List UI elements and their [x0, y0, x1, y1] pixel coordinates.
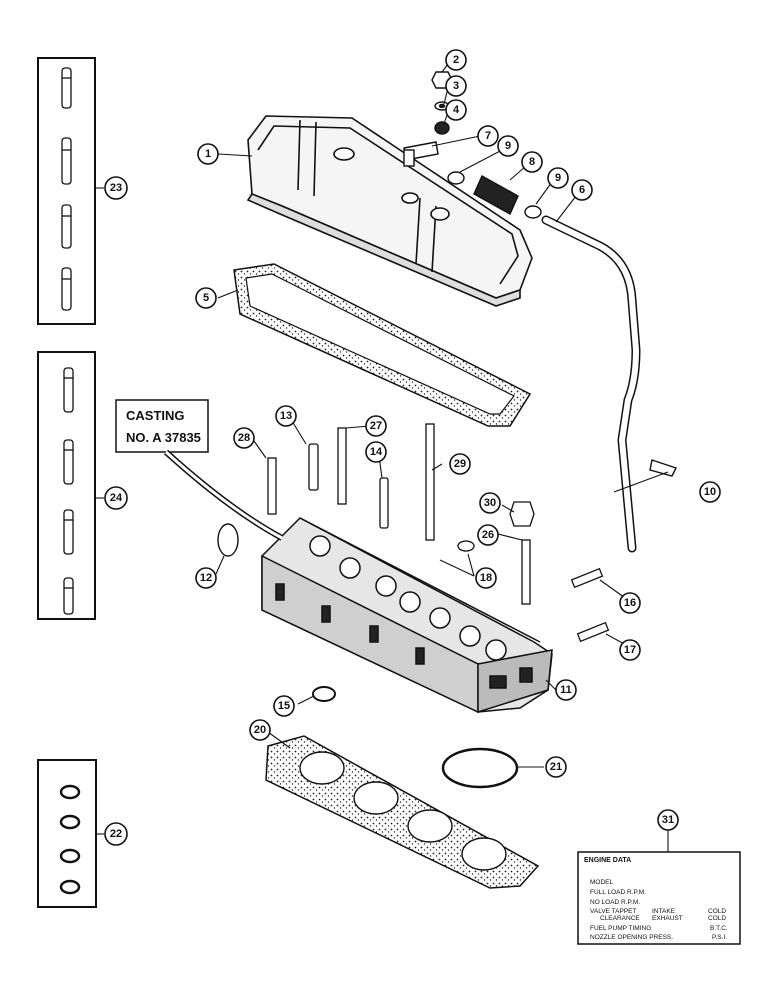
- engine-data-clearance: CLEARANCE: [600, 915, 640, 922]
- svg-text:22: 22: [110, 828, 122, 840]
- callout-14: 14: [365, 441, 387, 463]
- svg-text:21: 21: [550, 761, 562, 773]
- engine-data-no-load: NO LOAD R.P.M.: [590, 899, 640, 906]
- svg-text:28: 28: [238, 432, 250, 444]
- kit-box-22: [37, 759, 97, 908]
- callout-31: 31: [657, 809, 679, 831]
- engine-data-psi: P.S.I.: [712, 934, 727, 941]
- callout-27: 27: [365, 415, 387, 437]
- svg-text:24: 24: [110, 492, 123, 504]
- callout-3: 3: [445, 75, 467, 97]
- engine-data-valve: VALVE TAPPET: [590, 908, 637, 915]
- svg-text:7: 7: [485, 130, 491, 142]
- svg-text:9: 9: [505, 140, 511, 152]
- svg-text:16: 16: [624, 597, 636, 609]
- callout-7: 7: [477, 125, 499, 147]
- cover-gasket: [233, 263, 532, 427]
- callout-20: 20: [249, 719, 271, 741]
- callout-10: 10: [699, 481, 721, 503]
- callout-11: 11: [555, 679, 577, 701]
- svg-text:5: 5: [203, 292, 209, 304]
- callout-13: 13: [275, 405, 297, 427]
- callout-24: 24: [104, 486, 128, 510]
- svg-text:27: 27: [370, 420, 382, 432]
- callout-28: 28: [233, 427, 255, 449]
- engine-data-intake: INTAKE: [652, 908, 676, 915]
- svg-text:9: 9: [555, 172, 561, 184]
- engine-data-btc: B.T.C.: [710, 925, 728, 932]
- svg-text:2: 2: [453, 54, 459, 66]
- casting-label: CASTING NO. A 37835: [115, 399, 284, 541]
- svg-text:15: 15: [278, 700, 290, 712]
- studs-and-guides: [267, 423, 610, 643]
- callout-23: 23: [104, 176, 128, 200]
- callout-12: 12: [195, 567, 217, 589]
- callout-22: 22: [104, 822, 128, 846]
- leader-lines: [95, 63, 669, 852]
- casting-label-line-1: CASTING: [126, 408, 185, 423]
- callout-4: 4: [445, 99, 467, 121]
- callout-9a: 9: [497, 135, 519, 157]
- head-gasket: [265, 735, 540, 889]
- casting-label-line-2: NO. A 37835: [126, 430, 201, 445]
- svg-text:23: 23: [110, 182, 122, 194]
- valve-cover: [246, 115, 533, 307]
- engine-data-full-load: FULL LOAD R.P.M.: [590, 889, 646, 896]
- engine-data-cold-2: COLD: [708, 915, 726, 922]
- engine-data-nozzle: NOZZLE OPENING PRESS.: [590, 934, 673, 941]
- callout-9b: 9: [547, 167, 569, 189]
- seal-15: [312, 686, 336, 702]
- engine-data-cold-1: COLD: [708, 908, 726, 915]
- engine-data-pump: FUEL PUMP TIMING: [590, 925, 651, 932]
- svg-text:12: 12: [200, 572, 212, 584]
- kit-box-24: [37, 351, 96, 620]
- cylinder-head: [261, 517, 553, 714]
- callout-21: 21: [545, 756, 567, 778]
- svg-text:26: 26: [482, 529, 494, 541]
- engine-data-title: ENGINE DATA: [584, 857, 631, 864]
- callout-16: 16: [619, 592, 641, 614]
- engine-data-exhaust: EXHAUST: [652, 915, 683, 922]
- svg-text:20: 20: [254, 724, 266, 736]
- o-ring: [441, 747, 519, 789]
- callout-15: 15: [273, 695, 295, 717]
- callout-6: 6: [571, 179, 593, 201]
- callout-30: 30: [479, 492, 501, 514]
- callout-2: 2: [445, 49, 467, 71]
- breather-fittings: [403, 71, 453, 167]
- callout-1: 1: [197, 143, 219, 165]
- engine-data-model: MODEL: [590, 879, 614, 886]
- svg-text:18: 18: [480, 572, 492, 584]
- kit-box-23: [37, 57, 96, 325]
- svg-text:29: 29: [454, 458, 466, 470]
- tube-clip: [649, 459, 677, 477]
- seal-12: [217, 523, 239, 557]
- svg-text:30: 30: [484, 497, 496, 509]
- hose-and-clamps: [447, 171, 542, 219]
- svg-text:3: 3: [453, 80, 459, 92]
- callout-8: 8: [521, 151, 543, 173]
- svg-text:13: 13: [280, 410, 292, 422]
- svg-text:4: 4: [453, 104, 460, 116]
- svg-text:11: 11: [560, 684, 572, 696]
- svg-text:6: 6: [579, 184, 585, 196]
- engine-data-plate: ENGINE DATA MODEL FULL LOAD R.P.M. NO LO…: [577, 851, 741, 945]
- callout-5: 5: [195, 287, 217, 309]
- svg-text:10: 10: [704, 486, 716, 498]
- svg-text:31: 31: [662, 814, 674, 826]
- svg-text:8: 8: [529, 156, 535, 168]
- svg-text:17: 17: [624, 644, 636, 656]
- callout-17: 17: [619, 639, 641, 661]
- svg-text:14: 14: [370, 446, 383, 458]
- callout-29: 29: [449, 453, 471, 475]
- callout-26: 26: [477, 524, 499, 546]
- svg-text:1: 1: [205, 148, 211, 160]
- callout-18: 18: [475, 567, 497, 589]
